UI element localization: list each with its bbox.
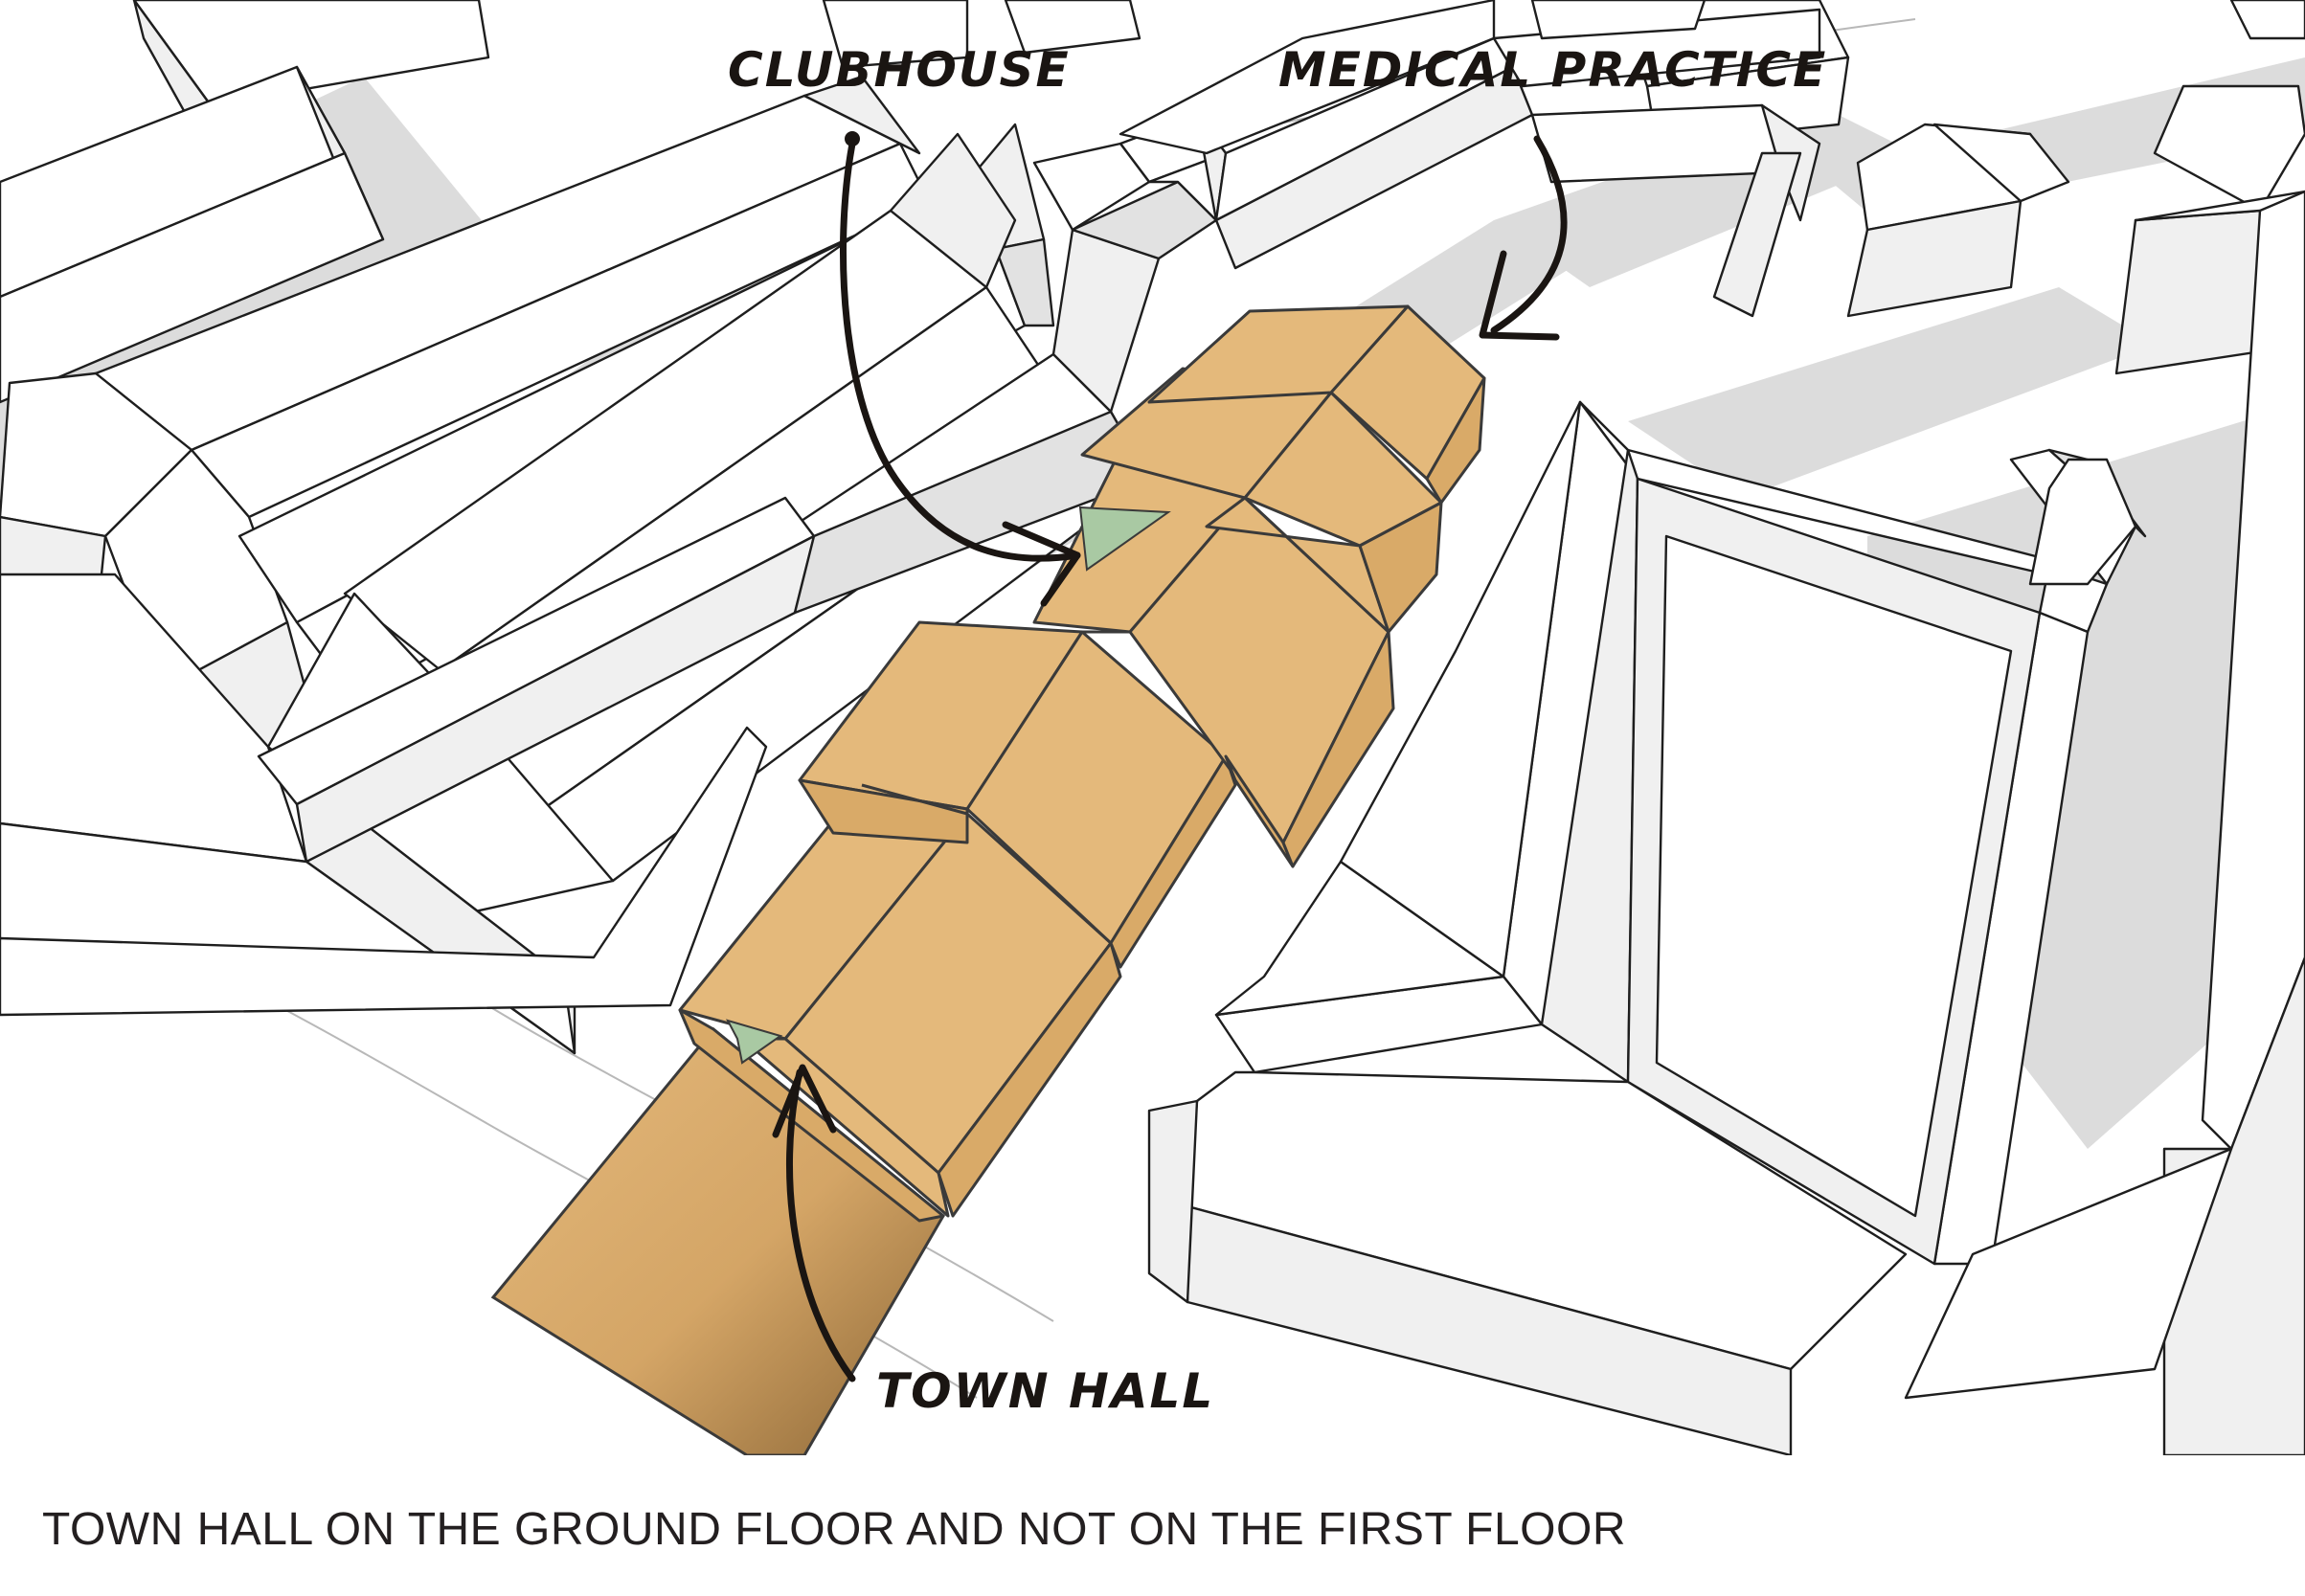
passage-front [726, 1019, 783, 1065]
passage-clubhouse [1078, 506, 1171, 572]
label-medical-practice: MEDICAL PRACTICE [1278, 42, 1827, 98]
label-town-hall: TOWN HALL [876, 1363, 1214, 1419]
site-massing-diagram: CLUBHOUSE MEDICAL PRACTICE TOWN HALL [0, 0, 2305, 1455]
medical-practice-arrow [1490, 135, 1568, 334]
town-hall-arrow [786, 1068, 856, 1382]
context-buildings-right [1147, 0, 2305, 1455]
context-buildings-left [0, 0, 1534, 1055]
annotation-arrows [772, 131, 1568, 1382]
program-volume [490, 304, 1486, 1455]
diagram-caption: TOWN HALL ON THE GROUND FLOOR AND NOT ON… [42, 1504, 1626, 1555]
label-clubhouse: CLUBHOUSE [728, 42, 1071, 98]
clubhouse-arrow [840, 140, 1081, 562]
